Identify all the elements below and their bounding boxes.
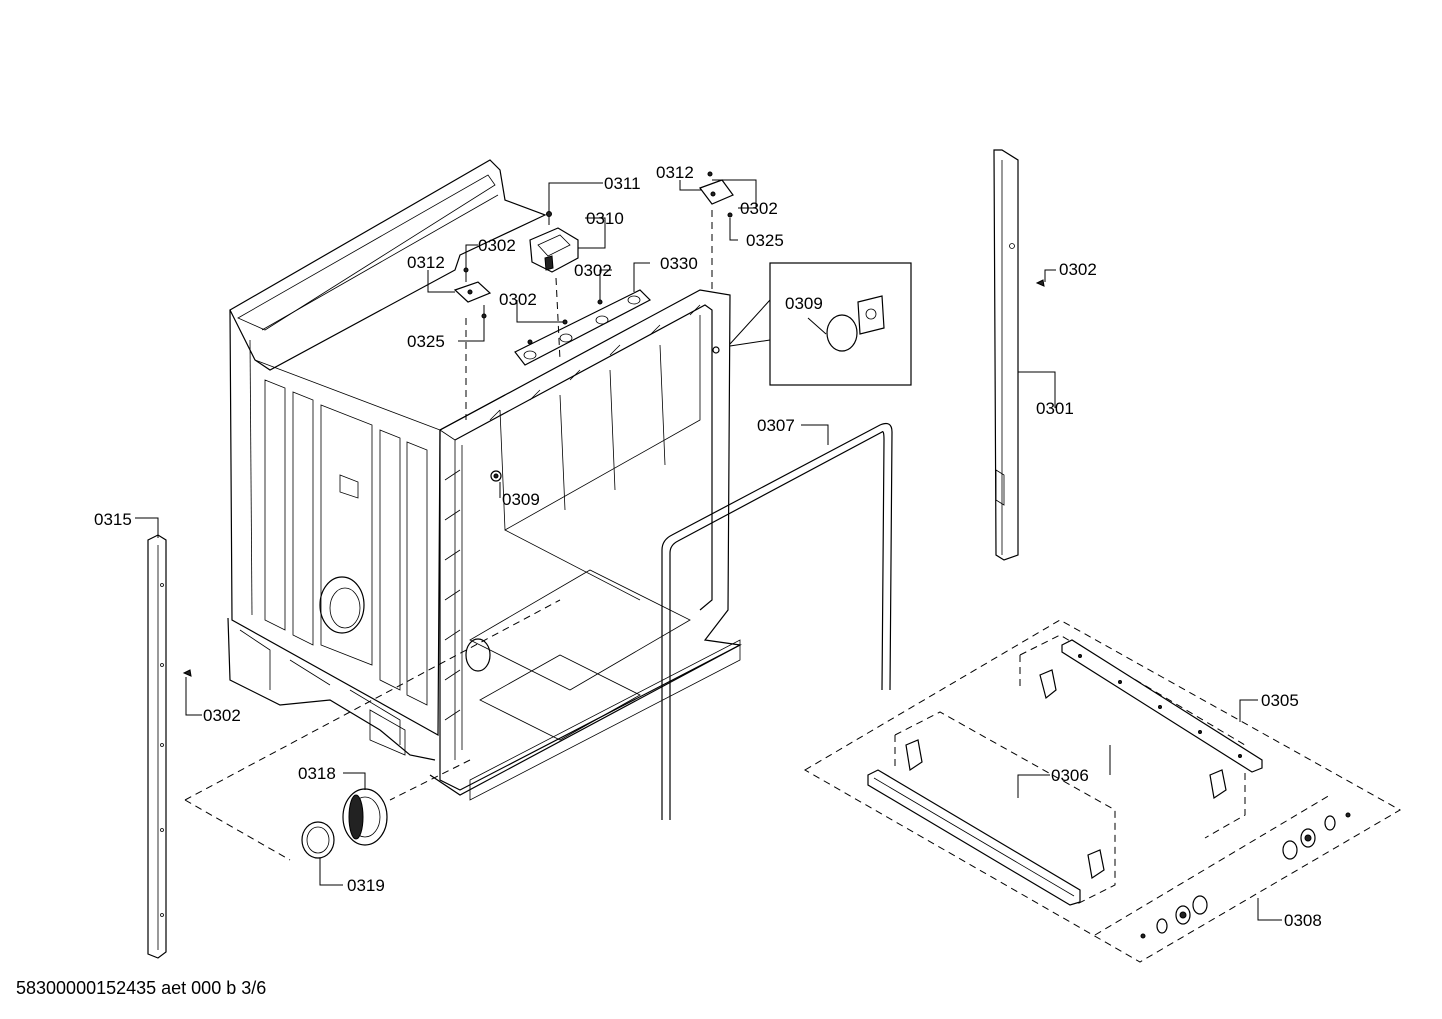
label-0308: 0308 — [1284, 911, 1322, 930]
side-rail-0301 — [993, 149, 1045, 561]
hinge-0310 — [529, 200, 579, 273]
rail-0305 — [1061, 639, 1263, 773]
label-0309-b: 0309 — [502, 490, 540, 509]
lower-assembly-outline — [804, 619, 1402, 963]
label-0301: 0301 — [1036, 399, 1074, 418]
label-0302-f: 0302 — [203, 706, 241, 725]
label-0312-b: 0312 — [656, 163, 694, 182]
label-0302-b: 0302 — [499, 290, 537, 309]
bracket-0312-right — [699, 171, 734, 218]
label-0309-a: 0309 — [785, 294, 823, 313]
side-rail-0315 — [147, 534, 192, 959]
label-0312-a: 0312 — [407, 253, 445, 272]
drawing-id: 58300000152435 aet 000 b 3/6 — [16, 978, 267, 998]
label-0302-d: 0302 — [740, 199, 778, 218]
rail-0306 — [867, 769, 1081, 906]
label-0302-e: 0302 — [1059, 260, 1097, 279]
label-0315: 0315 — [94, 510, 132, 529]
part-labels: 0311 0310 0302 0312 0325 0302 0302 0330 … — [94, 163, 1322, 930]
sump-ring-0319 — [301, 821, 335, 859]
label-0302-c: 0302 — [574, 261, 612, 280]
clips-0306 — [905, 669, 1227, 880]
dishwasher-tub — [227, 159, 742, 801]
label-0325-a: 0325 — [407, 332, 445, 351]
label-0305: 0305 — [1261, 691, 1299, 710]
sump-cover-0318 — [342, 788, 388, 846]
label-0307: 0307 — [757, 416, 795, 435]
label-0310: 0310 — [586, 209, 624, 228]
rollers-0308 — [1140, 812, 1351, 939]
door-seal-0307 — [661, 422, 893, 820]
leader-lines — [135, 179, 1282, 921]
label-0330: 0330 — [660, 254, 698, 273]
label-0311: 0311 — [604, 174, 641, 193]
bracket-0312-left — [453, 267, 492, 319]
label-0302-a: 0302 — [478, 236, 516, 255]
label-0306: 0306 — [1051, 766, 1089, 785]
label-0319: 0319 — [347, 876, 385, 895]
detail-box-0309 — [712, 262, 912, 386]
label-0325-b: 0325 — [746, 231, 784, 250]
grommet-0309 — [490, 470, 502, 482]
label-0318: 0318 — [298, 764, 336, 783]
